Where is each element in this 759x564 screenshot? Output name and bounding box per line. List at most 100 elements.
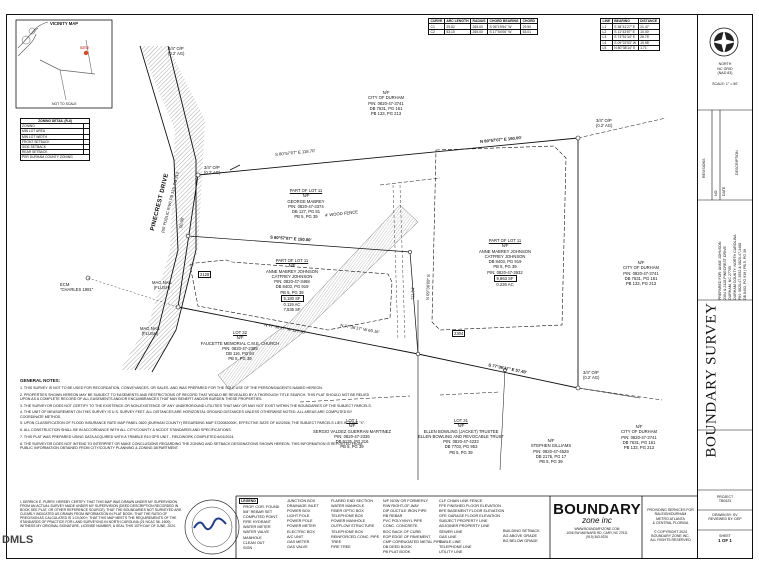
note-item: 2. PROPERTIES SHOWN HEREON MAY BE SUBJEC…: [20, 392, 370, 402]
legend-item: A/C UNIT: [287, 534, 304, 539]
firm-name: BOUNDARY: [553, 501, 641, 518]
parcel-line: N/F: [302, 193, 310, 199]
parcel-line: DB 116, PG 94: [226, 351, 254, 356]
drawn-by: DRAWN BY: SV: [712, 513, 738, 517]
parcel-line: DB 8403, PG 919: [275, 284, 309, 290]
project-block: PROJECT TB0423: [699, 495, 751, 503]
parcel-line: PIN: 0820-47-3468: [274, 279, 310, 284]
service-line: RALEIGH/DURHAM: [654, 512, 687, 517]
parcel-line: DB 7703, PG 953: [444, 444, 478, 450]
parcel-line: ANNE MABREY JOHNSON: [265, 268, 319, 274]
legend-item: MANHOLE: [243, 535, 262, 540]
parcel-line: PB 5, PG 39: [294, 214, 318, 220]
sheet-label: SHEET: [719, 534, 731, 538]
table-row: C2 53.10 265.00 S 17°54'06" W 53.01: [428, 28, 538, 36]
legend-item: GAS METER: [287, 539, 310, 544]
mag-nail-text: MAG NAIL: [140, 326, 161, 331]
legend-item: ELECTRIC BOX: [287, 529, 315, 534]
parcel-line: PB 133, PG 213: [625, 281, 657, 286]
curve-header: CURVE: [428, 17, 445, 25]
legend-item: CMP CORRUGATED METAL PIPE: [383, 539, 443, 544]
drawn-block: DRAWN BY: SV REVIEWED BY: DEP: [699, 513, 751, 521]
legend-item: ADJOINER PROPERTY LINE: [439, 524, 490, 529]
parcel-line: ANNE MABREY JOHNSON: [478, 248, 532, 254]
line-cell: S 09°22'53" W: [611, 39, 639, 46]
mag-nail-icon: [185, 233, 191, 239]
legend-col-2: JUNCTION BOX DRAINAGE INLET POWER BOX LI…: [287, 499, 319, 550]
legend-item: POWER MANHOLE: [331, 519, 366, 524]
north-arrow-icon: [709, 27, 739, 57]
iron-pin-icon: [575, 135, 581, 141]
curve-header: CHORD: [520, 17, 538, 25]
curve-header: CHORD BEARING: [487, 17, 522, 25]
surveyor-certification: I, DERRICK E. PURRY, HEREBY CERTIFY THAT…: [20, 500, 182, 529]
north-nad: (NAD 83): [717, 71, 733, 76]
parcel-line: PIN: 0820-47-2336: [334, 433, 370, 439]
parcel-line: DB 9125, PG 316: [335, 439, 369, 444]
iron-pin-label-top: 3/4" O/P (0.2' AG): [204, 165, 220, 176]
ecm-text: "CHARLES 1981": [60, 287, 94, 293]
parcel-line: STEPHEN GILLIAMS: [530, 443, 572, 449]
parcel-line: PART OF LOT 11: [488, 238, 522, 243]
legend-item: CONC. CONCRETE: [383, 524, 418, 529]
sheet-title-box: BOUNDARY SURVEY: [684, 302, 739, 457]
parcel-line: PIN: 0820-47-3741: [621, 434, 657, 440]
parcel-line: N/F: [236, 335, 244, 341]
legend-item: REINFORCED CONC. PIPE: [331, 534, 380, 539]
zoning-table: ZONING DETAIL (R-6) ZONING MIN LOT AREA …: [20, 117, 91, 161]
parcel-line: N/F: [547, 438, 555, 443]
parcel-lot1: LOT 1 N/F SERGIO VALDEZ GUERRAN MARTINEZ…: [312, 418, 392, 450]
curve-table: CURVE ARC LENGTH RADIUS CHORD BEARING CH…: [428, 17, 538, 36]
firm-name-sub: zone inc: [582, 516, 612, 525]
mag-nail-label-1: MAG NAIL (FLUSH): [152, 280, 172, 291]
iron-pin-icon: [503, 368, 507, 372]
legend-item: FFE FINISHED FLOOR ELEVATION: [439, 504, 501, 509]
parcel-line: FAUCETTE MEMORIAL C.M.E. CHURCH: [200, 340, 280, 346]
project-label: PROJECT: [716, 495, 734, 499]
parcel-line: PB 5, PG 39: [340, 444, 364, 450]
survey-sheet-border: [6, 14, 753, 559]
legend-item: N/F NOW OR FORMERLY: [383, 499, 429, 503]
copyright-line: © COPYRIGHT 2024: [653, 529, 688, 534]
copyright-line: ALL RIGHTS RESERVED: [650, 538, 691, 543]
legend-item: RB REBAR: [383, 514, 403, 519]
address-left: 2128: [198, 271, 212, 279]
legend-item: TELEPHONE LINE: [439, 544, 472, 549]
line-cell: N 80°38'14" E: [611, 44, 639, 52]
mag-nail-text: MAG NAIL: [152, 280, 173, 285]
parcel-line: DB 8403, PG 919: [488, 259, 522, 264]
parcel-line: SERGIO VALDEZ GUERRAN MARTINEZ: [312, 428, 392, 434]
legend-item: BFE BASEMENT FLOOR ELEVATION: [439, 509, 505, 514]
parcel-city-low: N/F CITY OF DURHAM PIN: 0820-47-3741 DB …: [608, 424, 670, 450]
mag-nail-icon: [175, 304, 181, 310]
legend-item: CLEAN OUT: [243, 540, 265, 545]
rev-col-date: DATE: [722, 186, 726, 196]
notes-title: GENERAL NOTES:: [20, 378, 61, 383]
prepared-for: PREPARED FOR: ANNE JOHNSON: [718, 241, 722, 300]
parcel-line: CITY OF DURHAM: [368, 95, 404, 101]
legend-item: SEWER LINE: [439, 529, 463, 534]
parcel-line: DB 127, PG 81: [291, 209, 321, 214]
general-notes: GENERAL NOTES: 1. THIS SURVEY IS NOT TO …: [20, 378, 375, 498]
legend-col-5: CLF CHAIN LINK FENCE FFE FINISHED FLOOR …: [439, 499, 504, 555]
legend-item: FIRE HYDRANT: [243, 520, 272, 525]
legend-item: OUTFLOW STRUCTURE: [331, 524, 375, 529]
parcel-area: 9,863 SF: [493, 274, 517, 282]
legend-title: LEGEND: [239, 498, 258, 504]
site-marker-icon: [83, 50, 89, 56]
firm-services: PROVIDING SERVICES FOR RALEIGH/DURHAM ME…: [643, 508, 698, 543]
legend-item: JUNCTION BOX: [287, 499, 316, 503]
iron-pin-text: (0.2' AG): [583, 375, 600, 381]
iron-pin-label-right: 3/4" O/P (0.2' AG): [583, 370, 599, 381]
iron-pin-text: 3/4" O/P: [596, 118, 612, 123]
parcel-line: N/F: [457, 423, 465, 429]
parcel-line: N/F: [501, 243, 509, 249]
curve-cell: 53.10: [443, 28, 472, 36]
parcel-line: PB 5, PG 39: [539, 459, 563, 464]
parcel-line-2: DURHAM, NC 27705: [728, 266, 732, 300]
signature: [193, 517, 227, 531]
note-item: 3. THE SURVEYOR DOES NOT CERTIFY TO THE …: [20, 403, 372, 408]
parcel-line: PART OF LOT 11: [275, 258, 309, 263]
note-item: 5. UPON CLASSIFICATION OF FLOOD INSURANC…: [20, 421, 366, 426]
